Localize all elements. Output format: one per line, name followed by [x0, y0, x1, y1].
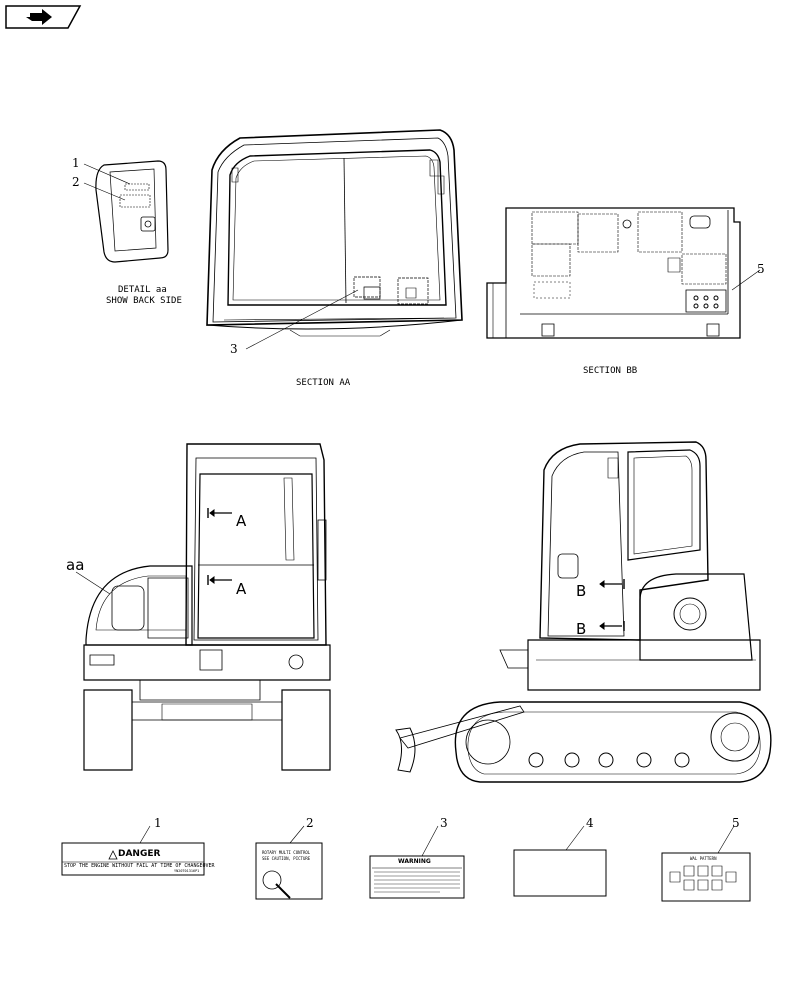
section-bb-console	[487, 208, 760, 338]
decal-2-callout: 2	[306, 816, 314, 830]
section-bb-title: SECTION BB	[583, 366, 638, 376]
detail-callout-2: 2	[72, 175, 80, 189]
rear-section-ref-1: A	[236, 512, 247, 530]
decal-1-code: YN20T01316P1	[174, 869, 200, 873]
section-aa-title: SECTION AA	[296, 378, 351, 388]
detail-subtitle: SHOW BACK SIDE	[106, 296, 182, 306]
detail-title: DETAIL aa	[118, 285, 167, 295]
decal-2-line1: ROTARY MULTI CONTROL	[262, 850, 311, 855]
rear-detail-ref: aa	[66, 556, 85, 574]
section-bb-callout: 5	[757, 262, 765, 276]
decal-1-callout: 1	[154, 816, 162, 830]
decal-4-callout: 4	[586, 816, 594, 830]
decal-2-line2: SEE CAUTION, PICTURE	[262, 856, 311, 861]
decal-1-heading: DANGER	[118, 849, 161, 859]
decal-1-line1: STOP THE ENGINE WITHOUT FAIL AT TIME OF …	[64, 863, 215, 869]
decal-5-heading: WAL PATTERN	[690, 856, 717, 861]
rear-section-ref-2: A	[236, 580, 247, 598]
decal-5-callout: 5	[732, 816, 740, 830]
nav-arrow-button[interactable]	[4, 4, 82, 30]
decal-2-rotary	[256, 826, 322, 899]
decal-3-warning	[370, 826, 464, 898]
side-section-ref-1: B	[576, 582, 587, 600]
arrow-icon	[4, 4, 82, 30]
decal-5-pattern	[662, 826, 750, 901]
decal-1-danger	[62, 826, 204, 875]
detail-aa-panel	[84, 161, 168, 262]
side-section-ref-2: B	[576, 620, 587, 638]
decal-4-blank	[514, 826, 606, 896]
section-aa-callout: 3	[230, 342, 238, 356]
detail-callout-1: 1	[72, 156, 80, 170]
decal-3-callout: 3	[440, 816, 448, 830]
rear-view-excavator	[76, 444, 330, 770]
section-aa-cab	[207, 130, 462, 349]
side-view-excavator	[396, 442, 771, 782]
decal-3-heading: WARNING	[398, 858, 431, 865]
